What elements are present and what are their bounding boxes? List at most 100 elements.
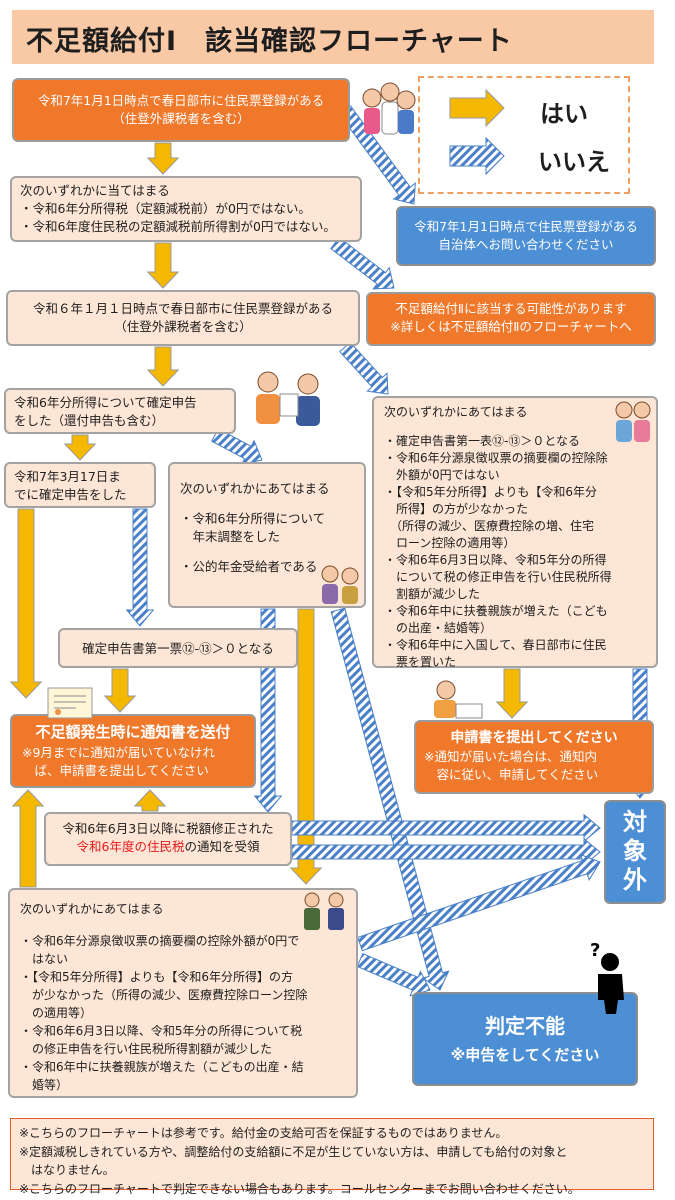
box-send-notice: 不足額発生時に通知書を送付 ※9月までに通知が届いていなけれ ば、申請書を提出し…: [10, 714, 256, 788]
box-final-return: 令和6年分所得について確定申告 をした（還付申告も含む）: [4, 388, 236, 434]
elderly-couple-illustration: [321, 565, 359, 604]
box-text: ・【令和5年分所得】よりも【令和6年分: [384, 485, 598, 500]
box-text: 令和6年分所得について確定申告: [14, 395, 197, 410]
box-text: について税の修正申告を行い住民税所得: [384, 570, 612, 585]
box-benefit-2: 不足額給付Ⅱに該当する可能性があります ※詳しくは不足額給付Ⅱのフローチャートへ: [366, 292, 656, 346]
person-writing-illustration: [434, 680, 483, 719]
box-text: 不足額給付Ⅱに該当する可能性があります: [395, 301, 627, 316]
svg-text:?: ?: [590, 940, 600, 961]
box-text: の適用等）: [20, 1006, 93, 1020]
legend-yes-label: はい: [540, 100, 588, 128]
box-text: ・令和6年分所得について: [180, 511, 326, 527]
box-text: でに確定申告をした: [14, 487, 127, 503]
box-text: ば、申請書を提出してください: [22, 762, 209, 778]
box-filed-by-march: 令和7年3月17日ま でに確定申告をした: [4, 462, 156, 508]
box-text: 申請書を提出してください: [450, 730, 618, 746]
box-text: 令和6年度の住民税の通知を受領: [54, 838, 282, 856]
box-text: 次のいずれかにあてはまる: [384, 405, 528, 419]
box-text: ・【令和5年分所得】よりも【令和6年分所得】の方: [20, 970, 294, 984]
page-title: 不足額給付Ⅰ 該当確認フローチャート: [26, 26, 513, 57]
box-text: ・令和6年分所得税（定額減税前）が0円ではない。: [20, 201, 311, 217]
footnote: ※こちらのフローチャートは参考です。給付金の支給可否を保証するものではありません…: [19, 1126, 508, 1140]
people-group-illustration: [362, 82, 416, 135]
box-text: 対: [623, 808, 647, 836]
no-arrow-b13-b15: [291, 813, 601, 843]
notice-document-illustration: [47, 687, 93, 719]
no-arrow-b8-b16: [330, 607, 450, 991]
box-text: ・令和6年中に扶養親族が増えた（こどもの出産・結: [20, 1060, 304, 1074]
box-text: 令和7年1月1日時点で春日部市に住民票登録がある: [37, 93, 325, 108]
box-text: 令和6年6月3日以降に税額修正された: [62, 821, 274, 836]
yes-arrow-b6-b7: [63, 434, 97, 461]
box-text: （住登外課税者を含む）: [114, 319, 252, 335]
box-text: ・令和6年分源泉徴収票の摘要欄の控除外額が0円で: [20, 934, 300, 948]
legend-no-arrow: [449, 136, 505, 176]
footnote: ※定額減税しきれている方や、調整給付の支給額に不足が生じていない方は、申請しても…: [19, 1144, 568, 1159]
box-text: 令和7年1月1日時点で住民票登録がある: [414, 219, 638, 234]
no-arrow-b13-b15b: [291, 837, 601, 867]
no-arrow-b2-b5: [330, 236, 395, 290]
box-year-end-adjustment: 次のいずれかにあてはまる ・令和6年分所得について 年末調整をした ・公的年金受…: [168, 462, 366, 608]
red-text: 令和6年度の住民税: [76, 839, 185, 855]
box-text: ・令和6年度住民税の定額減税前所得割が0円ではない。: [20, 219, 336, 235]
box-text: の出産・結婚等）: [384, 621, 493, 636]
box-text: 外額が0円ではない: [384, 468, 500, 483]
box-text: （住登外課税者を含む）: [112, 111, 250, 127]
box-text: ・令和6年中に入国して、春日部市に住民: [384, 638, 607, 653]
box-conditions-bottom: 次のいずれかにあてはまる ・令和6年分源泉徴収票の摘要欄の控除外額が0円で はな…: [8, 888, 358, 1098]
legend-no-label: いいえ: [538, 148, 610, 176]
box-text: 外: [623, 865, 647, 894]
legend-arrows: [449, 88, 505, 176]
box-text: ※9月までに通知が届いていなけれ: [22, 744, 216, 760]
box-not-eligible: 対 象 外: [604, 800, 666, 904]
box-text: 自治体へお問い合わせください: [438, 237, 614, 253]
box-text: 票を置いた: [384, 655, 457, 670]
yes-arrow-b8-b14: [289, 608, 323, 885]
box-conditions-right: 次のいずれかにあてはまる ・確定申告書第一表⑫-⑬＞０となる ・令和6年分源泉徴…: [372, 396, 658, 670]
box-return-12-13: 確定申告書第一票⑫-⑬＞０となる: [58, 628, 298, 668]
box-text: 次のいずれかにあてはまる: [180, 481, 330, 496]
confused-person-silhouette: ?: [590, 940, 624, 1014]
yes-arrow-b7-b11: [9, 508, 43, 699]
box-text: をした（還付申告も含む）: [14, 413, 165, 429]
box-text: ・令和6年6月3日以降、令和5年分の所得: [384, 553, 607, 568]
no-arrow-b14-b16: [356, 952, 431, 997]
yes-arrow-b4-b6: [146, 346, 180, 387]
box-text: 令和６年１月１日時点で春日部市に住民票登録がある: [32, 301, 333, 316]
box-text: 不足額発生時に通知書を送付: [35, 723, 231, 741]
box-text: 判定不能: [485, 1014, 565, 1038]
yes-arrow-b13-b11: [133, 789, 167, 812]
box-text: ※詳しくは不足額給付Ⅱのフローチャートへ: [390, 319, 632, 335]
box-text: 所得】の方が少なかった: [384, 502, 529, 517]
box-text: 次のいずれかに当てはまる: [20, 183, 170, 198]
box-text: 容に従い、申請してください: [424, 767, 599, 783]
box-text: 年末調整をした: [180, 529, 281, 545]
box-text: が少なかった（所得の減少、医療費控除ローン控除: [20, 988, 308, 1002]
box-text: 確定申告書第一票⑫-⑬＞０となる: [82, 641, 274, 656]
box-text: ・令和6年6月3日以降、令和5年分の所得について税: [20, 1024, 303, 1038]
no-arrow-b1-b3: [338, 105, 416, 205]
box-text: 令和7年3月17日ま: [14, 469, 121, 484]
yes-arrows: [9, 142, 529, 888]
legend-yes-arrow: [449, 88, 505, 128]
yes-arrow-b9-b12: [495, 668, 529, 719]
box-text: ※申告をしてください: [450, 1046, 600, 1064]
footnote: はなりません。: [19, 1163, 115, 1178]
title-bar: 不足額給付Ⅰ 該当確認フローチャート: [12, 10, 654, 64]
footnote: ※こちらのフローチャートで判定できない場合もあります。コールセンターまでお問い合…: [19, 1181, 580, 1196]
legend: はい いいえ: [418, 76, 630, 194]
no-arrow-b7-b10: [125, 508, 155, 627]
box-text: の通知を受領: [184, 839, 260, 855]
box-ask-other-city: 令和7年1月1日時点で住民票登録がある 自治体へお問い合わせください: [396, 206, 656, 266]
two-people-illustration: [304, 892, 344, 930]
box-text: ・公的年金受給者である: [180, 559, 318, 575]
box-text: はない: [20, 952, 69, 966]
box-registration-2024: 令和６年１月１日時点で春日部市に住民票登録がある （住登外課税者を含む）: [6, 290, 360, 346]
yes-arrow-b10-b11: [103, 668, 137, 713]
yes-arrow-b14-b11: [11, 789, 45, 888]
box-text: ※通知が届いた場合は、通知内: [424, 749, 597, 765]
box-text: 象: [623, 836, 647, 865]
box-text: 次のいずれかにあてはまる: [20, 902, 164, 916]
box-text: ・確定申告書第一表⑫-⑬＞０となる: [384, 434, 580, 449]
footnotes: ※こちらのフローチャートは参考です。給付金の支給可否を保証するものではありません…: [10, 1118, 654, 1196]
